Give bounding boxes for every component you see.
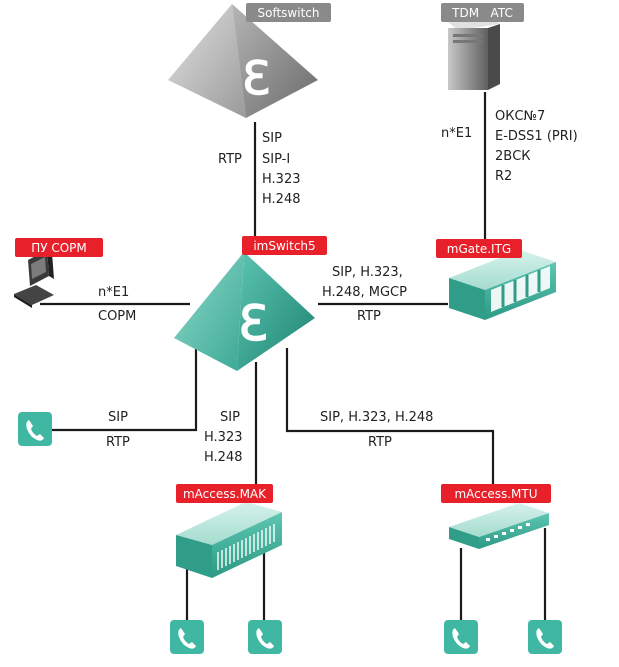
soft-protocol-3: H.323 xyxy=(262,172,301,187)
softswitch-icon: ℇ xyxy=(168,4,318,118)
sorm-label: ПУ СОРМ xyxy=(31,241,87,255)
soft-rtp-label: RTP xyxy=(218,152,242,167)
link-imswitch-mtu xyxy=(285,348,495,496)
tdm-ne1-label: n*E1 xyxy=(441,126,472,141)
phone-icon xyxy=(444,620,478,654)
mak-label: mAccess.MAK xyxy=(183,487,267,501)
soft-protocol-4: H.248 xyxy=(262,192,301,207)
mak-protocol-1: SIP xyxy=(220,410,240,425)
mak-tag: mAccess.MAK xyxy=(176,484,273,503)
soft-protocol-2: SIP-I xyxy=(262,152,290,167)
phone-icon xyxy=(170,620,204,654)
imswitch-tag: imSwitch5 xyxy=(242,236,327,255)
mtu-rtp-label: RTP xyxy=(368,435,392,450)
sorm-ne1-label: n*E1 xyxy=(98,285,129,300)
connections xyxy=(40,92,547,624)
mak-protocol-2: H.323 xyxy=(204,430,243,445)
mgate-rtp-label: RTP xyxy=(357,309,381,324)
mgate-protocol-2: H.248, MGCP xyxy=(322,285,407,300)
tdm-tag: TDM ATC xyxy=(441,3,524,22)
computer-icon xyxy=(14,250,54,308)
tdm-label: TDM ATC xyxy=(451,6,513,20)
mgate-tag: mGate.ITG xyxy=(436,239,522,258)
soft-protocol-1: SIP xyxy=(262,131,282,146)
mak-protocol-3: H.248 xyxy=(204,450,243,465)
tdm-protocol-1: ОКС№7 xyxy=(495,109,545,124)
mgate-label: mGate.ITG xyxy=(447,242,511,256)
mgate-icon xyxy=(449,250,556,320)
mak-icon xyxy=(176,502,282,578)
svg-text:ℇ: ℇ xyxy=(242,51,270,105)
mtu-tag: mAccess.MTU xyxy=(441,484,551,503)
softswitch-label: Softswitch xyxy=(258,6,320,20)
phone-icon xyxy=(18,412,52,446)
softswitch-tag: Softswitch xyxy=(246,3,331,22)
mtu-label: mAccess.MTU xyxy=(454,487,537,501)
tdm-protocol-2: E-DSS1 (PRI) xyxy=(495,129,578,144)
svg-text:ℇ: ℇ xyxy=(238,296,267,352)
phone-icon xyxy=(248,620,282,654)
link-imswitch-phone xyxy=(52,348,198,432)
sorm-tag: ПУ СОРМ xyxy=(15,238,103,257)
phone-rtp-label: RTP xyxy=(106,435,130,450)
imswitch-icon: ℇ xyxy=(174,252,315,371)
tdm-protocol-3: 2ВСК xyxy=(495,149,531,164)
phone-sip-label: SIP xyxy=(108,410,128,425)
tdm-protocol-4: R2 xyxy=(495,169,512,184)
sorm-corm-label: СОРМ xyxy=(98,309,136,324)
mgate-protocol-1: SIP, H.323, xyxy=(332,265,403,280)
mtu-protocol-label: SIP, H.323, H.248 xyxy=(320,410,433,425)
imswitch-label: imSwitch5 xyxy=(253,239,315,253)
phone-icon xyxy=(528,620,562,654)
mtu-icon xyxy=(449,503,549,549)
server-icon xyxy=(448,16,500,90)
